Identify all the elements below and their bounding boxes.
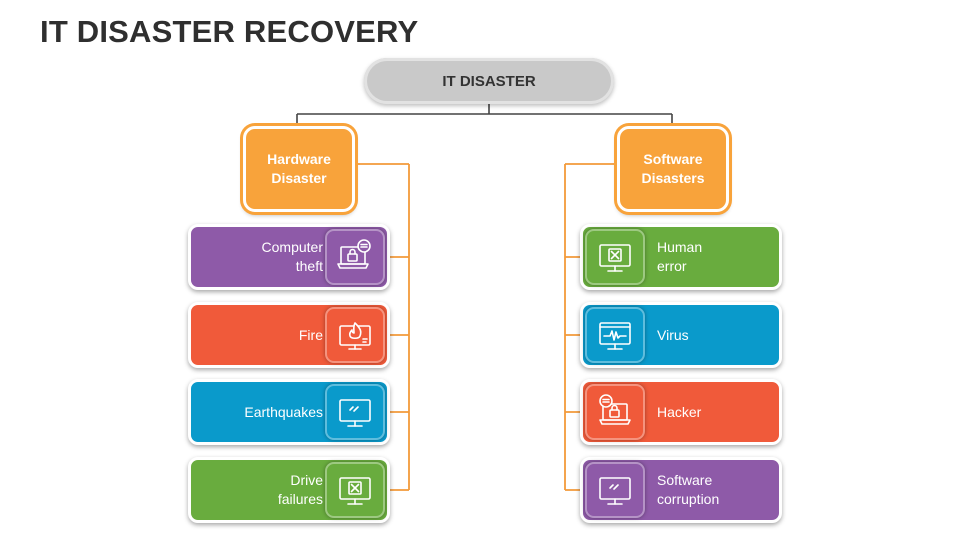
- virus-item: Virus: [580, 302, 782, 368]
- hacker-label: Hacker: [657, 403, 702, 420]
- monitor-crack-icon: [325, 384, 385, 440]
- human-error-label: Human error: [657, 239, 703, 274]
- software-disasters-label: Software Disasters: [641, 151, 705, 186]
- root-node: IT DISASTER: [364, 58, 614, 104]
- computer-theft-item: Computer theft: [188, 224, 390, 290]
- laptop-lock-icon: [325, 229, 385, 285]
- monitor-pulse-icon: [585, 307, 645, 363]
- software-corruption-item: Software corruption: [580, 457, 782, 523]
- drive-failures-label: Drive failures: [277, 472, 323, 507]
- drive-failures-item: Drive failures: [188, 457, 390, 523]
- human-error-item: Human error: [580, 224, 782, 290]
- monitor-fire-icon: [325, 307, 385, 363]
- root-label: IT DISASTER: [442, 72, 536, 90]
- monitor-crack-icon: [585, 462, 645, 518]
- virus-label: Virus: [657, 326, 689, 343]
- computer-theft-label: Computer theft: [261, 239, 323, 274]
- earthquakes-label: Earthquakes: [244, 403, 323, 420]
- hardware-disaster-label: Hardware Disaster: [267, 151, 331, 186]
- monitor-error-icon: [585, 229, 645, 285]
- fire-item: Fire: [188, 302, 390, 368]
- hardware-disaster-node: Hardware Disaster: [243, 126, 355, 212]
- software-corruption-label: Software corruption: [657, 472, 720, 507]
- laptop-lock-icon: [585, 384, 645, 440]
- page-title: IT DISASTER RECOVERY: [40, 14, 419, 49]
- hacker-item: Hacker: [580, 379, 782, 445]
- earthquakes-item: Earthquakes: [188, 379, 390, 445]
- fire-label: Fire: [298, 326, 323, 343]
- monitor-error-icon: [325, 462, 385, 518]
- software-disasters-node: Software Disasters: [617, 126, 729, 212]
